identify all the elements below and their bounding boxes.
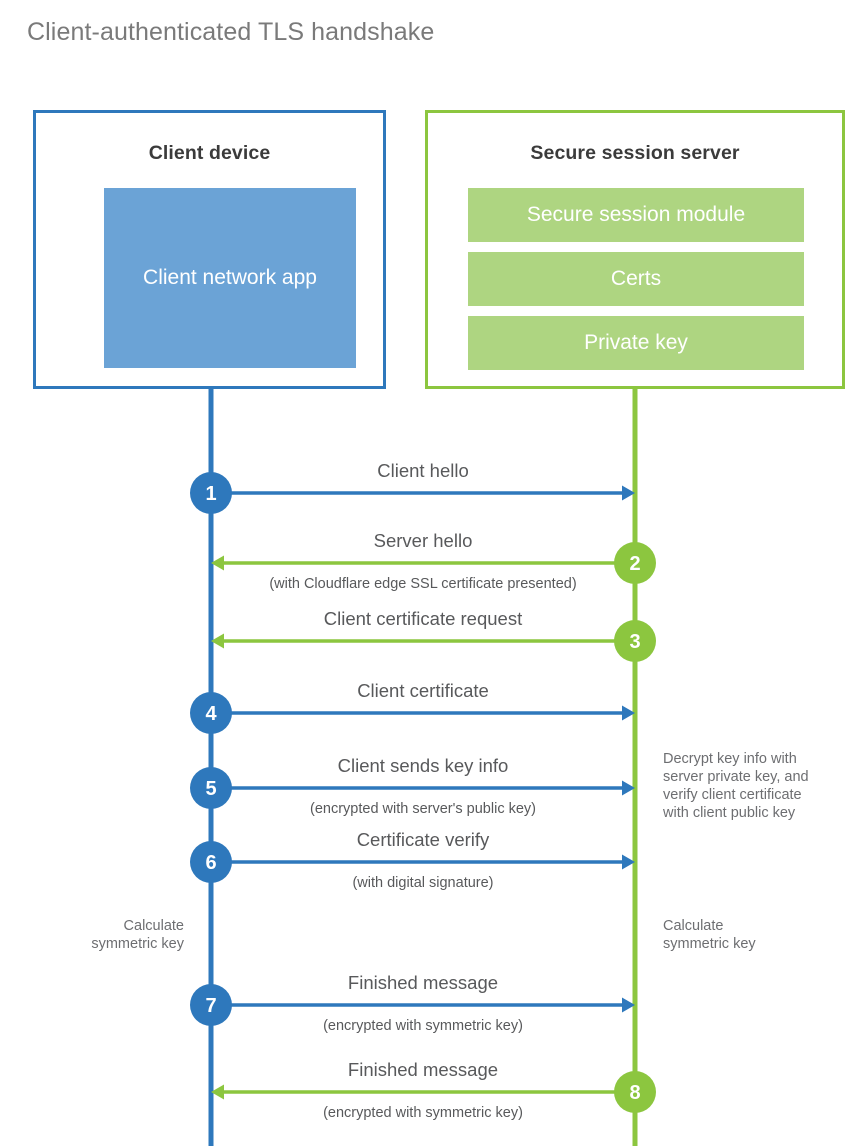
message-label: Finished message bbox=[348, 1059, 498, 1080]
page-title: Client-authenticated TLS handshake bbox=[27, 18, 435, 46]
message-label: Client hello bbox=[377, 460, 469, 481]
message-arrowhead bbox=[211, 1084, 224, 1100]
step-number: 3 bbox=[629, 631, 640, 653]
message-label: Client sends key info bbox=[338, 755, 509, 776]
message-arrowhead bbox=[622, 997, 635, 1013]
secure-session-server-box: Secure session server Secure session mod… bbox=[425, 110, 845, 389]
message-label: Client certificate bbox=[357, 680, 489, 701]
step-number: 5 bbox=[205, 778, 216, 800]
step-marker-3[interactable]: 3 bbox=[614, 620, 656, 662]
step-circle bbox=[190, 767, 232, 809]
server-component-bar: Private key bbox=[468, 316, 804, 370]
step-number: 8 bbox=[629, 1082, 640, 1104]
step-circle bbox=[614, 1071, 656, 1113]
message-sublabel: (with digital signature) bbox=[352, 875, 493, 891]
step-marker-4[interactable]: 4 bbox=[190, 692, 232, 734]
message-arrowhead bbox=[211, 633, 224, 649]
client-device-box: Client device Client network app bbox=[33, 110, 386, 389]
step-marker-6[interactable]: 6 bbox=[190, 841, 232, 883]
message-arrowhead bbox=[211, 555, 224, 571]
step-number: 4 bbox=[205, 703, 217, 725]
message-arrowhead bbox=[622, 705, 635, 721]
message-label: Finished message bbox=[348, 972, 498, 993]
step-circle bbox=[190, 472, 232, 514]
server-component-bar: Certs bbox=[468, 252, 804, 306]
step-marker-7[interactable]: 7 bbox=[190, 984, 232, 1026]
message-sublabel: (encrypted with server's public key) bbox=[310, 801, 536, 817]
message-arrowhead bbox=[622, 780, 635, 796]
message-arrowhead bbox=[622, 485, 635, 501]
step-circle bbox=[190, 841, 232, 883]
step-marker-2[interactable]: 2 bbox=[614, 542, 656, 584]
message-sublabel: (with Cloudflare edge SSL certificate pr… bbox=[269, 576, 576, 592]
step-markers-group: 1 2 3 4 5 6 7 8 bbox=[190, 472, 656, 1113]
step-circle bbox=[614, 542, 656, 584]
step-marker-5[interactable]: 5 bbox=[190, 767, 232, 809]
step-marker-1[interactable]: 1 bbox=[190, 472, 232, 514]
step-circle bbox=[190, 692, 232, 734]
step-number: 6 bbox=[205, 852, 216, 874]
client-device-title: Client device bbox=[148, 142, 271, 164]
message-sublabel: (encrypted with symmetric key) bbox=[323, 1018, 523, 1034]
step-number: 7 bbox=[205, 995, 216, 1017]
message-label: Server hello bbox=[374, 530, 473, 551]
message-label: Client certificate request bbox=[324, 608, 522, 629]
step-circle bbox=[614, 620, 656, 662]
message-arrowhead bbox=[622, 854, 635, 870]
secure-session-server-title: Secure session server bbox=[530, 142, 740, 164]
step-circle bbox=[190, 984, 232, 1026]
step-number: 1 bbox=[205, 483, 216, 505]
message-sublabel: (encrypted with symmetric key) bbox=[323, 1105, 523, 1121]
server-component-list: Secure session module Certs Private key bbox=[468, 188, 804, 370]
message-label: Certificate verify bbox=[357, 829, 490, 850]
step-marker-8[interactable]: 8 bbox=[614, 1071, 656, 1113]
step-number: 2 bbox=[629, 553, 640, 575]
server-component-bar: Secure session module bbox=[468, 188, 804, 242]
client-network-app-block: Client network app bbox=[104, 188, 356, 368]
